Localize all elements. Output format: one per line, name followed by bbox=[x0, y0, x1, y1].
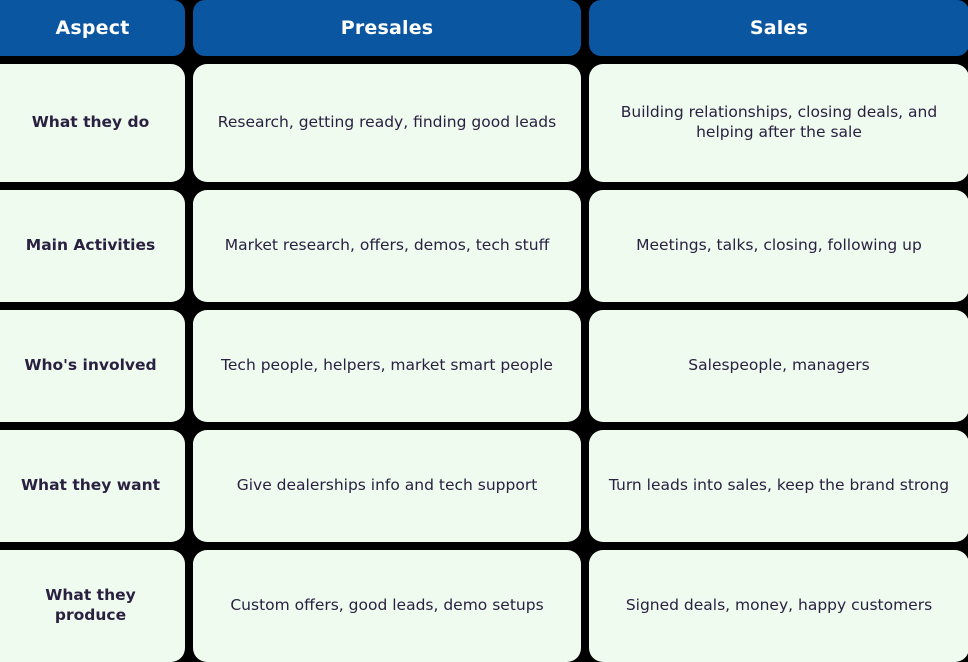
row-presales-text: Tech people, helpers, market smart peopl… bbox=[221, 356, 553, 375]
row-sales-cell: Building relationships, closing deals, a… bbox=[589, 64, 968, 182]
row-aspect-label: What they do bbox=[31, 113, 150, 132]
row-aspect-label-cell: Who's involved bbox=[0, 310, 185, 422]
table-row: Main Activities Market research, offers,… bbox=[0, 190, 968, 302]
row-presales-cell: Tech people, helpers, market smart peopl… bbox=[193, 310, 581, 422]
table-header-row: Aspect Presales Sales bbox=[0, 0, 968, 56]
row-sales-text: Building relationships, closing deals, a… bbox=[620, 103, 938, 141]
row-sales-cell: Signed deals, money, happy customers bbox=[589, 550, 968, 662]
row-sales-text: Salespeople, managers bbox=[688, 356, 870, 375]
table-row: What they produce Custom offers, good le… bbox=[0, 550, 968, 662]
row-aspect-label: What they produce bbox=[45, 586, 136, 624]
row-presales-cell: Research, getting ready, finding good le… bbox=[193, 64, 581, 182]
row-aspect-label-cell: Main Activities bbox=[0, 190, 185, 302]
row-aspect-label: Who's involved bbox=[24, 356, 157, 375]
row-presales-cell: Give dealerships info and tech support bbox=[193, 430, 581, 542]
row-presales-text: Research, getting ready, finding good le… bbox=[217, 113, 557, 132]
row-presales-text: Custom offers, good leads, demo setups bbox=[230, 596, 544, 615]
row-presales-text: Market research, offers, demos, tech stu… bbox=[224, 236, 550, 255]
row-presales-cell: Custom offers, good leads, demo setups bbox=[193, 550, 581, 662]
column-header-aspect-label: Aspect bbox=[55, 17, 130, 39]
row-aspect-label: What they want bbox=[20, 476, 161, 495]
column-header-sales-label: Sales bbox=[749, 17, 809, 39]
column-header-sales: Sales bbox=[589, 0, 968, 56]
row-sales-text: Turn leads into sales, keep the brand st… bbox=[608, 476, 950, 495]
row-sales-cell: Meetings, talks, closing, following up bbox=[589, 190, 968, 302]
table-row: What they want Give dealerships info and… bbox=[0, 430, 968, 542]
column-header-presales: Presales bbox=[193, 0, 581, 56]
row-sales-cell: Turn leads into sales, keep the brand st… bbox=[589, 430, 968, 542]
table-row: What they do Research, getting ready, fi… bbox=[0, 64, 968, 182]
table-row: Who's involved Tech people, helpers, mar… bbox=[0, 310, 968, 422]
row-presales-text: Give dealerships info and tech support bbox=[236, 476, 538, 495]
row-sales-cell: Salespeople, managers bbox=[589, 310, 968, 422]
row-presales-cell: Market research, offers, demos, tech stu… bbox=[193, 190, 581, 302]
row-aspect-label: Main Activities bbox=[25, 236, 156, 255]
column-header-presales-label: Presales bbox=[340, 17, 434, 39]
row-aspect-label-cell: What they do bbox=[0, 64, 185, 182]
row-aspect-label-cell: What they want bbox=[0, 430, 185, 542]
column-header-aspect: Aspect bbox=[0, 0, 185, 56]
row-sales-text: Meetings, talks, closing, following up bbox=[636, 236, 922, 255]
row-sales-text: Signed deals, money, happy customers bbox=[625, 596, 933, 615]
row-aspect-label-cell: What they produce bbox=[0, 550, 185, 662]
